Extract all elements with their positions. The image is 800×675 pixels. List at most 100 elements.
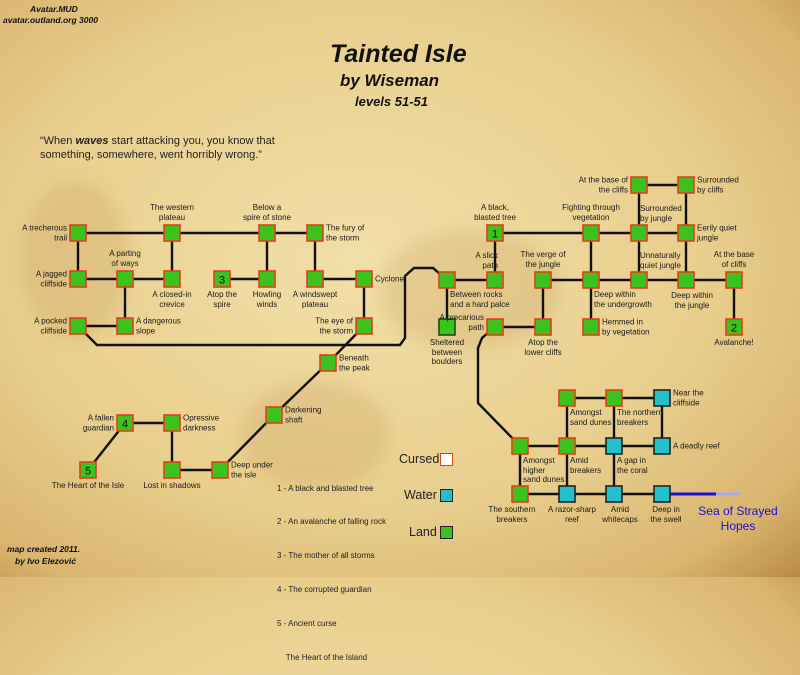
room-razor[interactable] — [558, 485, 576, 503]
room-verge[interactable] — [534, 271, 552, 289]
room-rocks[interactable] — [438, 271, 456, 289]
land-room-icon — [558, 389, 576, 407]
land-room-icon — [677, 176, 695, 194]
room-slick[interactable] — [486, 271, 504, 289]
land-room-icon — [355, 317, 373, 335]
room-deadly[interactable] — [653, 437, 671, 455]
room-basecliffs[interactable] — [630, 176, 648, 194]
room-howling[interactable] — [258, 270, 276, 288]
room-label: Surrounded by jungle — [640, 204, 682, 223]
room-label: Fighting through vegetation — [562, 203, 620, 222]
room-label: A pocked cliffside — [34, 316, 67, 336]
path-shaft-deepisle — [219, 414, 275, 471]
note-5: 5 - Ancient curse — [277, 619, 337, 629]
room-jagged[interactable] — [69, 270, 87, 288]
room-fury[interactable] — [306, 224, 324, 242]
path-precarious-higher — [476, 326, 521, 447]
room-southern[interactable] — [511, 485, 529, 503]
credits-date: map created 2011. — [7, 544, 81, 554]
mud-name: Avatar.MUD — [30, 4, 78, 14]
room-pocked[interactable] — [69, 317, 87, 335]
room-crevice[interactable] — [163, 270, 181, 288]
room-whitecaps[interactable] — [605, 485, 623, 503]
room-trail[interactable] — [69, 224, 87, 242]
exit-label: Sea of Strayed Hopes — [698, 504, 778, 533]
room-amidbreakers[interactable] — [558, 437, 576, 455]
room-tree[interactable]: 1 — [486, 224, 504, 242]
land-room-icon — [116, 414, 134, 432]
land-room-icon — [355, 270, 373, 288]
room-eerily[interactable] — [677, 224, 695, 242]
room-hemmed[interactable] — [582, 318, 600, 336]
land-room-icon — [725, 318, 743, 336]
room-bspire[interactable] — [258, 224, 276, 242]
room-heart[interactable]: 5 — [79, 461, 97, 479]
room-nearcliff[interactable] — [653, 389, 671, 407]
land-room-icon — [630, 271, 648, 289]
room-guardian[interactable]: 4 — [116, 414, 134, 432]
land-room-icon — [163, 461, 181, 479]
area-map: 3 4 5 1 2 — [69, 176, 743, 503]
land-room-icon — [69, 270, 87, 288]
room-sheltered[interactable] — [438, 318, 456, 336]
quote-start: “When — [40, 135, 76, 147]
land-room-icon — [211, 461, 229, 479]
note-3: 3 - The mother of all storms — [277, 551, 375, 561]
room-label: Unnaturally quiet jungle — [640, 251, 681, 270]
room-wplateau[interactable] — [163, 224, 181, 242]
room-label: Surrounded by cliffs — [697, 175, 739, 195]
room-fighting[interactable] — [582, 224, 600, 242]
room-baseof[interactable] — [725, 271, 743, 289]
room-lowercliffs[interactable] — [534, 318, 552, 336]
room-higher[interactable] — [511, 437, 529, 455]
room-parting[interactable] — [116, 270, 134, 288]
room-swell[interactable] — [653, 485, 671, 503]
room-avalanche[interactable]: 2 — [725, 318, 743, 336]
room-undergrowth[interactable] — [582, 271, 600, 289]
room-label: Lost in shadows — [143, 481, 201, 490]
room-dunes[interactable] — [558, 389, 576, 407]
room-peak[interactable] — [319, 354, 337, 372]
room-number: 5 — [85, 466, 91, 478]
land-room-icon — [486, 318, 504, 336]
room-label: Deep within the undergrowth — [594, 290, 652, 309]
land-room-icon — [630, 224, 648, 242]
room-label: The fury of the storm — [326, 223, 365, 243]
room-shaft[interactable] — [265, 406, 283, 424]
room-gap[interactable] — [605, 437, 623, 455]
land-room-icon — [306, 270, 324, 288]
room-label: Sheltered between boulders — [429, 338, 465, 366]
room-deepjungle[interactable] — [677, 271, 695, 289]
room-unnatural[interactable] — [630, 271, 648, 289]
room-oppressive[interactable] — [163, 414, 181, 432]
room-deepisle[interactable] — [211, 461, 229, 479]
room-label: A fallen guardian — [82, 413, 114, 433]
land-room-icon — [534, 271, 552, 289]
room-lost[interactable] — [163, 461, 181, 479]
room-surcliffs[interactable] — [677, 176, 695, 194]
page-title: Tainted Isle — [330, 40, 467, 68]
room-surjungle[interactable] — [630, 224, 648, 242]
room-northern[interactable] — [605, 389, 623, 407]
room-number: 3 — [219, 275, 225, 287]
room-cyclone[interactable] — [355, 270, 373, 288]
water-room-icon — [653, 485, 671, 503]
room-windswept[interactable] — [306, 270, 324, 288]
legend-cursed-label: Cursed — [399, 452, 440, 466]
land-room-icon — [306, 224, 324, 242]
land-room-icon — [534, 318, 552, 336]
room-precarious[interactable] — [486, 318, 504, 336]
room-label: A trecherous trail — [22, 223, 67, 243]
room-eye[interactable] — [355, 317, 373, 335]
legend-water-swatch — [440, 489, 453, 502]
land-room-icon — [677, 224, 695, 242]
room-slope[interactable] — [116, 317, 134, 335]
water-room-icon — [605, 485, 623, 503]
note-1: 1 - A black and blasted tree — [277, 483, 374, 493]
room-label: Amongst sand dunes — [570, 408, 612, 427]
room-atop[interactable]: 3 — [213, 270, 231, 288]
note-5b: The Heart of the Island — [277, 653, 368, 663]
land-room-icon — [582, 318, 600, 336]
land-room-icon — [677, 271, 695, 289]
land-room-icon — [116, 317, 134, 335]
